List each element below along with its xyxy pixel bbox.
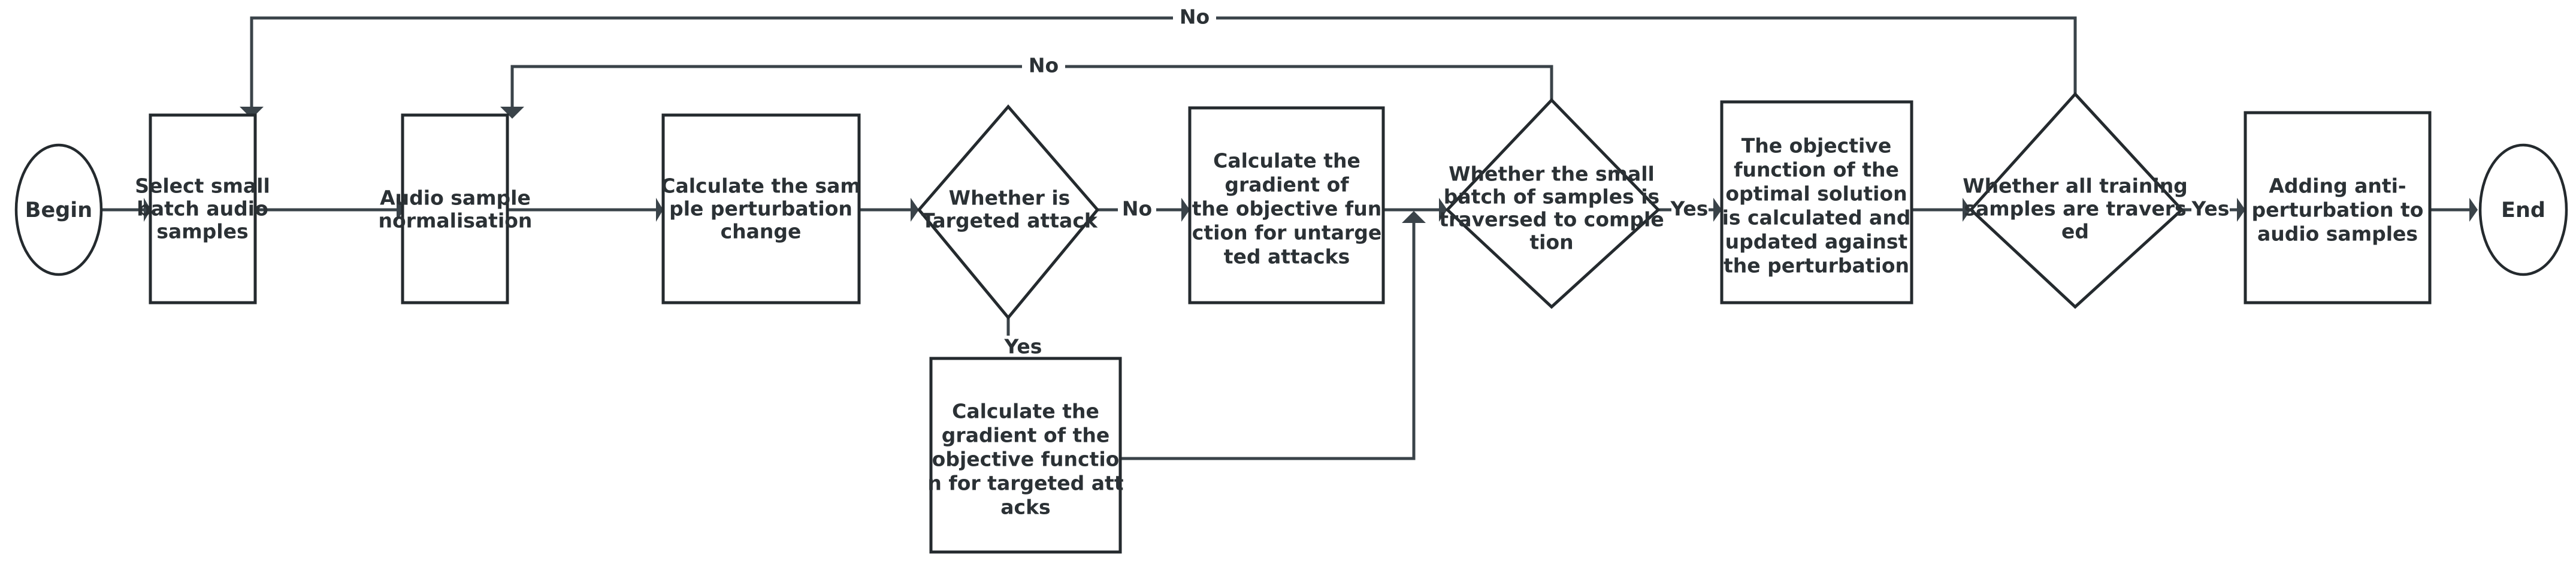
- edge-labels-top: No No: [1029, 5, 1210, 77]
- edge-label-all-yes: Yes: [2191, 197, 2230, 221]
- arrowhead-normalisation-to-perturbation: [656, 198, 663, 222]
- edge-targeted-to-decision2: [1121, 223, 1416, 460]
- untargeted-gradient-line-5: ted attacks: [1224, 245, 1350, 269]
- untargeted-gradient-box: [1188, 106, 1385, 304]
- targeted-gradient-box: [929, 357, 1122, 554]
- all-traversed-line-2: samples are travers: [1964, 197, 2186, 221]
- edge-label-targeted-no: No: [1122, 197, 1152, 221]
- objective-update-line-4: is calculated and: [1722, 206, 1911, 230]
- untargeted-gradient-line-1: Calculate the: [1213, 149, 1360, 173]
- is-targeted-line-1: Whether is: [949, 186, 1071, 210]
- arrowhead-decision3-yes-to-add: [2237, 198, 2245, 222]
- add-perturbation-box: [2244, 111, 2432, 304]
- node-batch-traversed[interactable]: Whether the small batch of samples is tr…: [1439, 98, 1664, 309]
- node-end[interactable]: End: [2478, 143, 2568, 276]
- select-samples-line-1: Select small: [135, 174, 270, 198]
- perturbation-change-box: [661, 113, 861, 304]
- is-targeted-diamond: [917, 104, 1100, 320]
- select-samples-line-2: batch audio: [137, 197, 268, 221]
- targeted-gradient-line-5: acks: [1000, 496, 1050, 519]
- begin-ellipse: [14, 143, 103, 276]
- node-all-traversed[interactable]: Whether all training samples are travers…: [1963, 92, 2188, 309]
- node-add-perturbation[interactable]: Adding anti- perturbation to audio sampl…: [2244, 111, 2432, 304]
- node-objective-update[interactable]: The objective function of the optimal so…: [1720, 100, 1913, 304]
- normalisation-line-2: normalisation: [379, 209, 533, 233]
- node-begin[interactable]: Begin: [14, 143, 103, 276]
- edge-label-targeted-yes: Yes: [1004, 335, 1042, 358]
- batch-traversed-line-4: tion: [1529, 231, 1573, 254]
- node-targeted-gradient[interactable]: Calculate the gradient of the objective …: [927, 357, 1124, 554]
- node-select-samples[interactable]: Select small batch audio samples: [135, 113, 270, 304]
- perturbation-change-line-3: change: [721, 220, 802, 243]
- objective-update-line-6: the perturbation: [1724, 254, 1909, 278]
- arrowhead-perturbation-to-decision1: [911, 198, 919, 222]
- untargeted-gradient-line-3: the objective fun: [1192, 197, 1382, 221]
- arrowhead-objective-to-decision3: [1963, 198, 1971, 222]
- arrowhead-untargeted-to-decision2: [1439, 198, 1447, 222]
- node-is-targeted[interactable]: Whether is Targeted attack: [917, 104, 1100, 320]
- backdrop-all-no: [1173, 7, 1216, 29]
- objective-update-line-5: updated against: [1725, 230, 1908, 254]
- edge-label-all-no-top: No: [1180, 5, 1210, 29]
- begin-label: Begin: [25, 198, 92, 222]
- end-label: End: [2501, 198, 2545, 222]
- add-perturbation-line-2: perturbation to: [2252, 198, 2424, 222]
- edge-label-batch-yes: Yes: [1670, 197, 1709, 221]
- select-samples-box: [149, 113, 257, 304]
- targeted-gradient-line-3: objective functio: [932, 448, 1120, 471]
- add-perturbation-line-1: Adding anti-: [2269, 174, 2406, 198]
- objective-update-line-3: optimal solution: [1725, 182, 1907, 206]
- arrowhead-decision3-no-loop: [240, 107, 264, 119]
- batch-traversed-line-1: Whether the small: [1449, 162, 1655, 186]
- perturbation-change-line-2: ple perturbation: [669, 197, 852, 221]
- targeted-gradient-line-2: gradient of the: [942, 424, 1109, 447]
- end-ellipse: [2478, 143, 2568, 276]
- normalisation-box: [401, 113, 509, 304]
- edge-label-batch-no-top: No: [1029, 54, 1059, 77]
- normalisation-line-1: Audio sample: [380, 186, 531, 210]
- targeted-gradient-line-4: n for targeted att: [927, 472, 1123, 495]
- objective-update-line-2: function of the: [1734, 158, 1899, 182]
- node-normalisation[interactable]: Audio sample normalisation: [379, 113, 533, 304]
- batch-traversed-line-2: batch of samples is: [1444, 185, 1659, 209]
- batch-traversed-diamond: [1445, 98, 1661, 309]
- node-perturbation-change[interactable]: Calculate the sam ple perturbation chang…: [661, 113, 861, 304]
- objective-update-box: [1720, 100, 1913, 304]
- node-untargeted-gradient[interactable]: Calculate the gradient of the objective …: [1188, 106, 1385, 304]
- edge-label-backdrops: [1022, 7, 1216, 77]
- arrowhead-begin-to-select: [144, 198, 151, 222]
- edge-decision3-no-loop: [250, 16, 2077, 107]
- all-traversed-line-3: ed: [2061, 220, 2089, 243]
- untargeted-gradient-line-2: gradient of: [1224, 173, 1349, 197]
- select-samples-line-3: samples: [156, 220, 248, 243]
- arrowhead-decision1-no-to-untargeted: [1181, 198, 1190, 222]
- backdrop-batch-no: [1022, 56, 1065, 77]
- perturbation-change-line-1: Calculate the sam: [661, 174, 861, 198]
- all-traversed-line-1: Whether all training: [1963, 174, 2188, 198]
- is-targeted-line-2: Targeted attack: [921, 209, 1098, 233]
- add-perturbation-line-3: audio samples: [2257, 222, 2418, 246]
- arrowhead-select-to-normalisation: [397, 198, 404, 222]
- arrowhead-targeted-to-decision2: [1402, 211, 1426, 223]
- arrowhead-decision2-no-loop: [500, 107, 524, 119]
- untargeted-gradient-line-4: ction for untarge: [1192, 221, 1381, 245]
- arrowhead-add-to-end: [2469, 198, 2478, 222]
- objective-update-line-1: The objective: [1741, 134, 1891, 158]
- targeted-gradient-line-1: Calculate the: [952, 400, 1099, 423]
- arrowhead-decision2-yes-to-objective: [1713, 198, 1722, 222]
- all-traversed-diamond: [1969, 92, 2184, 309]
- batch-traversed-line-3: traversed to comple: [1439, 208, 1664, 231]
